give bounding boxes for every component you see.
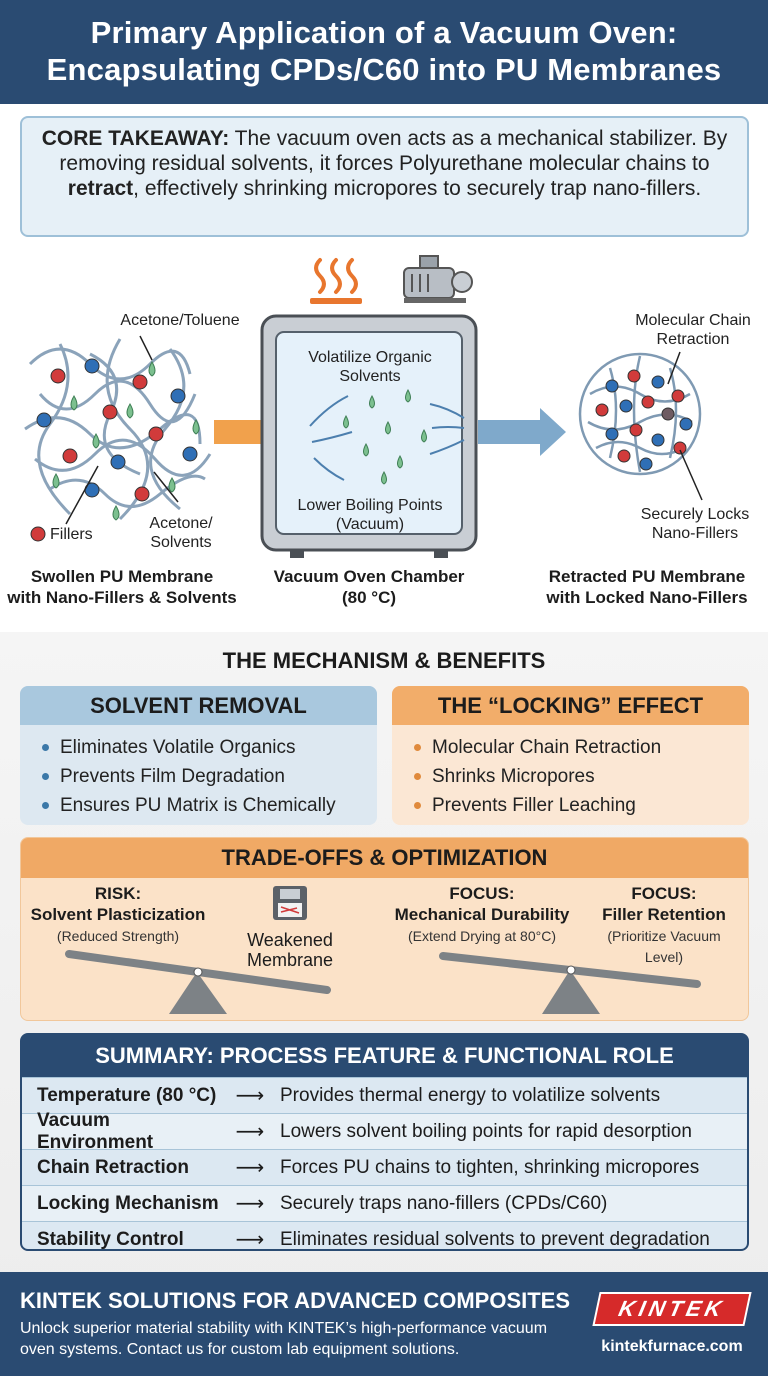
risk-head: RISK: <box>94 884 142 903</box>
kintek-logo[interactable]: KINTEK <box>592 1292 752 1326</box>
focus2-head: FOCUS: <box>631 884 697 903</box>
retracted-membrane-graphic <box>578 351 703 501</box>
risk-name: Solvent Plasticization <box>30 905 206 924</box>
focus-durability-text: FOCUS: Mechanical Durability (Extend Dry… <box>387 884 577 947</box>
tradeoffs-box: TRADE-OFFS & OPTIMIZATION RISK: Solvent … <box>20 837 749 1021</box>
focus-seesaw <box>439 952 701 1014</box>
table-row: Chain Retraction ⟶ Forces PU chains to tig… <box>22 1149 747 1185</box>
risk-text: RISK: Solvent Plasticization (Reduced St… <box>21 884 215 947</box>
heat-icon <box>310 258 362 304</box>
right-label-locks: Securely Locks Nano-Fillers <box>640 506 750 542</box>
right-label-retraction: Molecular Chain Retraction <box>635 312 751 348</box>
summary-table: SUMMARY: PROCESS FEATURE & FUNCTIONAL RO… <box>20 1033 749 1251</box>
seesaw-graphic <box>65 886 701 1014</box>
bullet-icon <box>42 773 49 780</box>
row-feature: Stability Control <box>37 1228 184 1250</box>
list-item: Shrinks Micropores <box>414 762 749 791</box>
table-row: Stability Control ⟶ Eliminates residual so… <box>22 1221 747 1251</box>
bullet-icon <box>414 773 421 780</box>
solvent-removal-title: SOLVENT REMOVAL <box>20 686 377 725</box>
takeaway-text1: The vacuum oven acts as a mechanical sta… <box>59 127 728 175</box>
arrow-icon: ⟶ <box>235 1157 265 1179</box>
row-feature: Locking Mechanism <box>37 1192 219 1214</box>
list-item: Ensures PU Matrix is Chemically Inert <box>42 791 377 825</box>
floppy-disk-icon <box>273 886 307 920</box>
takeaway-text2: , effectively shrinking micropores to se… <box>133 177 702 200</box>
risk-seesaw <box>65 950 331 1014</box>
bullet-icon <box>414 744 421 751</box>
tradeoffs-title: TRADE-OFFS & OPTIMIZATION <box>21 838 748 878</box>
arrow-icon: ⟶ <box>235 1121 265 1143</box>
list-item: Prevents Film Degradation <box>42 762 377 791</box>
list-item-text: Ensures PU Matrix is Chemically Inert <box>60 795 336 825</box>
left-caption: Swollen PU Membrane with Nano-Fillers & … <box>7 567 237 607</box>
locking-effect-box: THE “LOCKING” EFFECT Molecular Chain Ret… <box>392 686 749 825</box>
row-feature: Vacuum Environment <box>37 1109 154 1153</box>
mechanism-title: THE MECHANISM & BENEFITS <box>222 648 546 673</box>
right-caption: Retracted PU Membrane with Locked Nano-F… <box>546 567 748 607</box>
row-feature: Temperature (80 °C) <box>37 1084 217 1106</box>
list-item-text: Prevents Film Degradation <box>60 766 285 787</box>
process-diagram: Acetone/Toluene Fillers Acetone/ Solvent… <box>0 244 768 624</box>
page-title-line2: Encapsulating CPDs/C60 into PU Membranes <box>46 52 722 87</box>
page-header: Primary Application of a Vacuum Oven: En… <box>0 0 768 104</box>
focus2-name: Filler Retention <box>602 905 726 924</box>
takeaway-emphasis: retract <box>67 177 134 200</box>
oven-label-boiling: Lower Boiling Points (Vacuum) <box>297 497 443 533</box>
bullet-icon <box>42 802 49 809</box>
table-row: Locking Mechanism ⟶ Securely traps nano-fi… <box>22 1185 747 1221</box>
list-item-text: Eliminates Volatile Organics <box>60 737 296 758</box>
focus1-head: FOCUS: <box>449 884 515 903</box>
focus1-name: Mechanical Durability <box>394 905 570 924</box>
locking-effect-title: THE “LOCKING” EFFECT <box>392 686 749 725</box>
risk-note: (Reduced Strength) <box>56 928 180 944</box>
oven-caption: Vacuum Oven Chamber (80 °C) <box>273 567 465 607</box>
focus2-note: (Prioritize Vacuum Level) <box>607 928 721 965</box>
left-label-fillers: Fillers <box>50 526 93 543</box>
weakened-membrane-label: Weakened Membrane <box>246 930 334 970</box>
row-role: Lowers solvent boiling points for rapid … <box>280 1120 692 1142</box>
list-item-text: Prevents Filler Leaching <box>432 795 636 816</box>
vacuum-pump-icon <box>403 255 473 303</box>
process-diagram-graphic <box>24 255 703 558</box>
page-title-line1: Primary Application of a Vacuum Oven: <box>90 15 678 50</box>
solvent-removal-box: SOLVENT REMOVAL Eliminates Volatile Orga… <box>20 686 377 825</box>
summary-title: SUMMARY: PROCESS FEATURE & FUNCTIONAL RO… <box>95 1043 674 1068</box>
row-role: Securely traps nano-fillers (CPDs/C60) <box>280 1192 608 1214</box>
oven-label-volatilize: Volatilize Organic Solvents <box>308 349 432 385</box>
footer-url-link[interactable]: kintekfurnace.com <box>601 1338 743 1355</box>
list-item-text: Shrinks Micropores <box>432 766 595 787</box>
arrow-icon: ⟶ <box>235 1085 265 1107</box>
row-role: Provides thermal energy to volatilize so… <box>280 1084 661 1106</box>
list-item: Eliminates Volatile Organics <box>42 733 377 762</box>
vacuum-oven-chamber-graphic <box>260 314 478 558</box>
row-feature: Chain Retraction <box>37 1156 190 1178</box>
bullet-icon <box>414 802 421 809</box>
summary-rows: Temperature (80 °C) ⟶ Provides thermal ene… <box>22 1077 747 1251</box>
core-takeaway-box: CORE TAKEAWAY: The vacuum oven acts as a… <box>20 116 749 237</box>
arrow-icon: ⟶ <box>235 1193 265 1215</box>
list-item: Molecular Chain Retraction <box>414 733 749 762</box>
focus1-note: (Extend Drying at 80°C) <box>408 928 556 944</box>
footer-description: Unlock superior material stability with … <box>20 1320 548 1358</box>
left-label-solvents: Acetone/ Solvents <box>149 515 213 551</box>
row-role: Eliminates residual solvents to prevent … <box>280 1228 710 1250</box>
footer-title: KINTEK SOLUTIONS FOR ADVANCED COMPOSITES <box>20 1288 571 1313</box>
focus-retention-text: FOCUS: Filler Retention (Prioritize Vacu… <box>589 884 739 968</box>
table-row: Vacuum Environment ⟶ Lowers solvent boilin… <box>22 1110 747 1153</box>
swollen-membrane-graphic <box>24 335 212 542</box>
arrow-icon: ⟶ <box>235 1229 265 1251</box>
row-role: Forces PU chains to tighten, shrinking m… <box>280 1156 700 1178</box>
footer: KINTEK SOLUTIONS FOR ADVANCED COMPOSITES… <box>0 1272 768 1376</box>
list-item-text: Molecular Chain Retraction <box>432 737 662 758</box>
table-row: Temperature (80 °C) ⟶ Provides thermal ene… <box>22 1077 747 1113</box>
left-label-solvent: Acetone/Toluene <box>120 312 240 329</box>
output-arrow <box>478 408 566 456</box>
bullet-icon <box>42 744 49 751</box>
takeaway-label: CORE TAKEAWAY: <box>41 127 230 150</box>
list-item: Prevents Filler Leaching <box>414 791 749 820</box>
